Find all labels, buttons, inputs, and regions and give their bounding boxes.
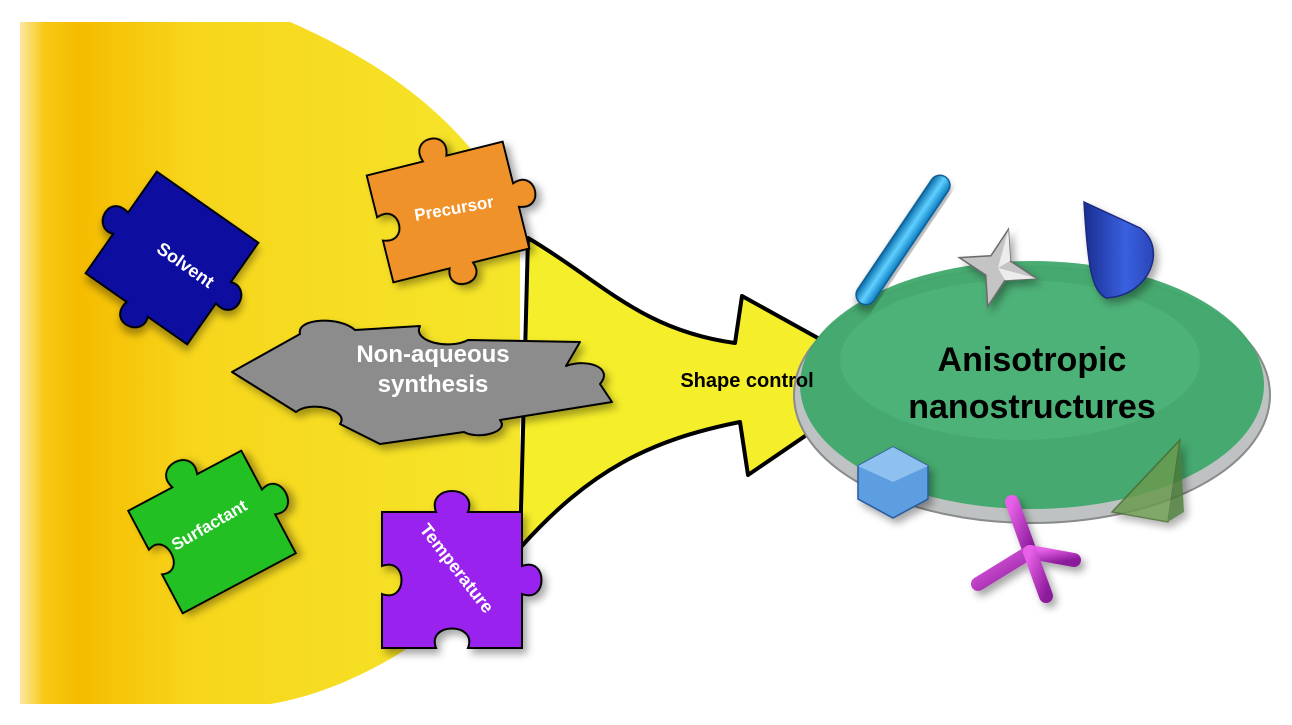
tetrapod-icon	[971, 495, 1081, 603]
shape-control-arrow	[518, 236, 892, 550]
center-piece	[231, 319, 613, 445]
center-label-line1: Non-aqueous	[356, 341, 509, 368]
precursor-piece	[365, 137, 537, 286]
target-label-line2: nanostructures	[908, 388, 1156, 426]
solvent-piece	[84, 170, 260, 346]
center-label-line2: synthesis	[378, 371, 489, 398]
rod-icon	[855, 174, 951, 306]
temperature-piece	[381, 490, 543, 649]
pyramid-icon	[1110, 437, 1184, 523]
surfactant-piece	[126, 449, 298, 615]
target-label-line1: Anisotropic	[938, 341, 1127, 379]
star-icon	[957, 227, 1039, 309]
target-platform-glow	[840, 280, 1200, 440]
target-platform	[800, 261, 1264, 509]
hexagon-icon	[857, 446, 929, 519]
cone-icon	[1083, 200, 1155, 299]
arrow-label: Shape control	[680, 370, 813, 392]
